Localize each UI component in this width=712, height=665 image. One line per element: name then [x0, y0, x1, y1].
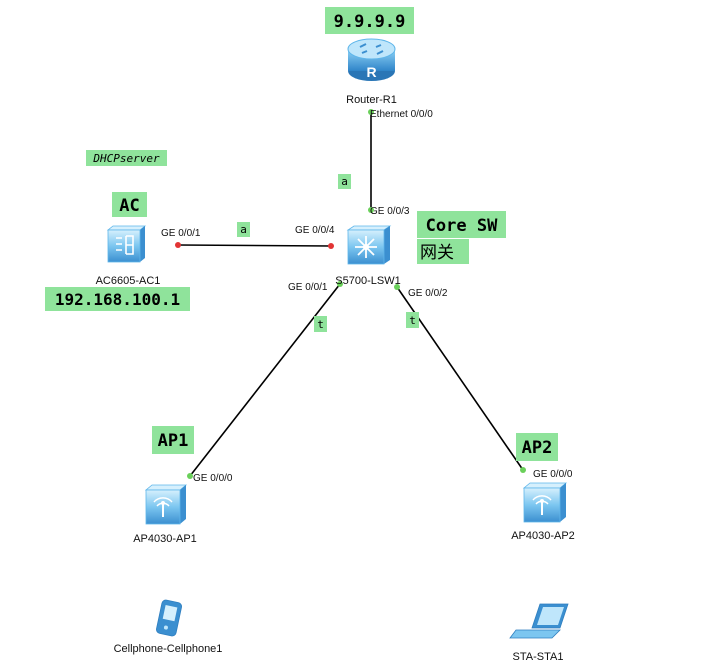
ap2-name: AP4030-AP2 — [511, 530, 575, 542]
cellphone-name: Cellphone-Cellphone1 — [114, 643, 223, 655]
link-mode-tag: a — [237, 222, 250, 237]
port-label-router-eth: Ethernet 0/0/0 — [370, 109, 433, 120]
port-label-switch-ge002: GE 0/0/2 — [408, 288, 448, 299]
cellphone-device[interactable]: Cellphone-Cellphone1 — [114, 599, 223, 655]
laptop-icon — [509, 603, 569, 639]
svg-text:网关: 网关 — [420, 243, 454, 263]
ac-ip-label: 192.168.100.1 — [45, 287, 190, 311]
link-mode-tag: t — [406, 312, 419, 328]
switch-icon — [346, 225, 392, 265]
link-mode-tag: a — [338, 174, 351, 189]
sta-name: STA-STA1 — [513, 651, 564, 663]
port-label-ap2-ge000: GE 0/0/0 — [533, 469, 573, 480]
svg-text:DHCPserver: DHCPserver — [92, 152, 160, 165]
switch-name: S5700-LSW1 — [335, 275, 400, 287]
ac-label: AC — [112, 192, 147, 217]
svg-text:t: t — [317, 318, 324, 331]
svg-text:t: t — [409, 314, 416, 327]
svg-text:a: a — [341, 175, 348, 188]
gateway-label: 网关 — [417, 239, 469, 264]
link-ac-switch[interactable] — [177, 244, 332, 247]
svg-text:9.9.9.9: 9.9.9.9 — [334, 12, 406, 32]
svg-text:R: R — [366, 64, 376, 80]
port-dot-switch-ge002 — [394, 284, 400, 290]
svg-text:AC: AC — [119, 196, 139, 216]
ap1-label: AP1 — [152, 426, 194, 454]
ac-device[interactable]: AC6605-AC1 — [96, 225, 161, 287]
port-dot-router-eth — [368, 109, 374, 115]
ap2-device[interactable]: AP4030-AP2 — [511, 482, 575, 542]
switch-device[interactable]: S5700-LSW1 — [335, 225, 401, 287]
access-point-icon — [522, 482, 568, 523]
ap1-name: AP4030-AP1 — [133, 533, 197, 545]
access-point-icon — [144, 484, 188, 525]
port-dot-switch-ge004 — [328, 243, 334, 249]
port-label-switch-ge001: GE 0/0/1 — [288, 282, 328, 293]
link-mode-tag: t — [314, 316, 327, 332]
ap1-device[interactable]: AP4030-AP1 — [133, 484, 197, 545]
ap2-label: AP2 — [516, 433, 558, 461]
router-icon: R — [347, 38, 396, 81]
router-name: Router-R1 — [346, 94, 397, 106]
svg-text:192.168.100.1: 192.168.100.1 — [55, 290, 180, 309]
port-dot-ap2-ge000 — [520, 467, 526, 473]
link-switch-ap1[interactable] — [189, 283, 341, 477]
sta-device[interactable]: STA-STA1 — [509, 603, 569, 663]
svg-text:Core SW: Core SW — [426, 216, 498, 236]
svg-text:AP1: AP1 — [158, 431, 189, 451]
router-device[interactable]: R Router-R1 — [346, 38, 397, 106]
port-label-switch-ge003: GE 0/0/3 — [370, 206, 410, 217]
ac-name: AC6605-AC1 — [96, 275, 161, 287]
port-label-switch-ge004: GE 0/0/4 — [295, 225, 335, 236]
port-dot-switch-ge001 — [337, 281, 343, 287]
port-label-ac-ge001: GE 0/0/1 — [161, 228, 201, 239]
cellphone-icon — [156, 599, 182, 637]
svg-text:AP2: AP2 — [522, 438, 553, 458]
port-dot-ac-ge001 — [175, 242, 181, 248]
svg-text:a: a — [240, 223, 247, 236]
port-dot-switch-ge003 — [368, 207, 374, 213]
access-controller-icon — [106, 225, 147, 263]
core-sw-label: Core SW — [417, 211, 506, 238]
port-dot-ap1-ge000 — [187, 473, 193, 479]
router-ip-label: 9.9.9.9 — [325, 7, 414, 34]
port-label-ap1-ge000: GE 0/0/0 — [193, 473, 233, 484]
dhcp-server-label: DHCPserver — [86, 150, 167, 166]
